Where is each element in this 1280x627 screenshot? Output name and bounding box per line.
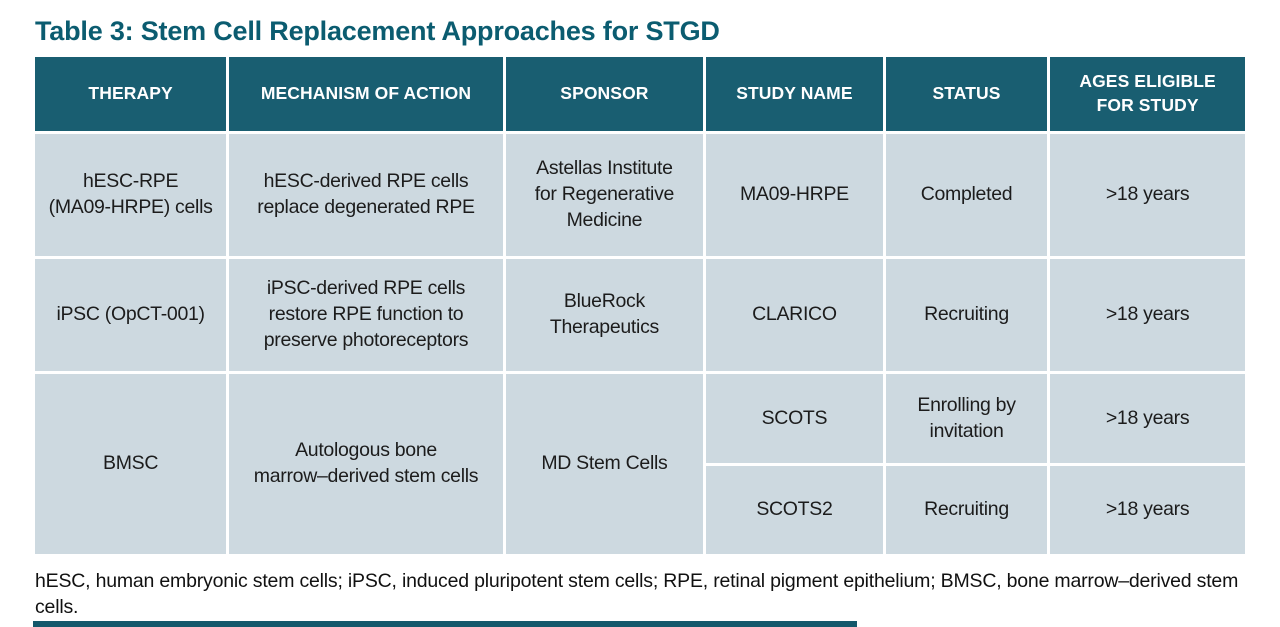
cell-hesc-ages: >18 years — [1050, 134, 1245, 256]
cell-hesc-study-name: MA09-HRPE — [706, 134, 883, 256]
header-sponsor: SPONSOR — [505, 57, 703, 131]
footnote: hESC, human embryonic stem cells; iPSC, … — [35, 570, 1239, 619]
cell-hesc-status: Completed — [885, 134, 1048, 256]
cell-scots-status: Enrolling by invitation — [885, 374, 1048, 463]
cell-hesc-therapy: hESC-RPE (MA09-HRPE) cells — [35, 134, 227, 256]
cell-ipsc-ages: >18 years — [1050, 259, 1245, 371]
cell-ipsc-study-name: CLARICO — [706, 259, 883, 371]
table-row-ipsc: iPSC (OpCT-001) iPSC-derived RPE cells r… — [35, 259, 1245, 371]
table-row-bmsc-scots2: SCOTS2 Recruiting >18 years — [35, 466, 1245, 554]
table-header-row: THERAPY MECHANISM OF ACTION SPONSOR STUD… — [35, 57, 1245, 131]
cell-scots2-study-name: SCOTS2 — [706, 466, 883, 554]
cell-bmsc-sponsor: MD Stem Cells — [505, 374, 703, 554]
cell-hesc-mechanism: hESC-derived RPE cells replace degenerat… — [229, 134, 503, 256]
cell-ipsc-mechanism: iPSC-derived RPE cells restore RPE funct… — [229, 259, 503, 371]
table-title: Table 3: Stem Cell Replacement Approache… — [35, 16, 720, 46]
table-row-hesc: hESC-RPE (MA09-HRPE) cells hESC-derived … — [35, 134, 1245, 256]
header-study-name: STUDY NAME — [706, 57, 883, 131]
cell-scots2-status: Recruiting — [885, 466, 1048, 554]
cell-scots2-ages: >18 years — [1050, 466, 1245, 554]
cell-ipsc-status: Recruiting — [885, 259, 1048, 371]
header-therapy: THERAPY — [35, 57, 227, 131]
header-status: STATUS — [885, 57, 1048, 131]
cell-bmsc-mechanism: Autologous bone marrow–derived stem cell… — [229, 374, 503, 554]
cell-ipsc-therapy: iPSC (OpCT-001) — [35, 259, 227, 371]
cell-hesc-sponsor: Astellas Institute for Regenerative Medi… — [505, 134, 703, 256]
cell-scots-study-name: SCOTS — [706, 374, 883, 463]
cell-bmsc-therapy: BMSC — [35, 374, 227, 554]
header-ages-eligible: AGES ELIGIBLE FOR STUDY — [1050, 57, 1245, 131]
stem-cell-table: THERAPY MECHANISM OF ACTION SPONSOR STUD… — [32, 54, 1248, 557]
header-mechanism-of-action: MECHANISM OF ACTION — [229, 57, 503, 131]
table-row-bmsc-scots: BMSC Autologous bone marrow–derived stem… — [35, 374, 1245, 554]
cell-scots-ages: >18 years — [1050, 374, 1245, 463]
bottom-divider — [33, 621, 857, 627]
cell-ipsc-sponsor: BlueRock Therapeutics — [505, 259, 703, 371]
